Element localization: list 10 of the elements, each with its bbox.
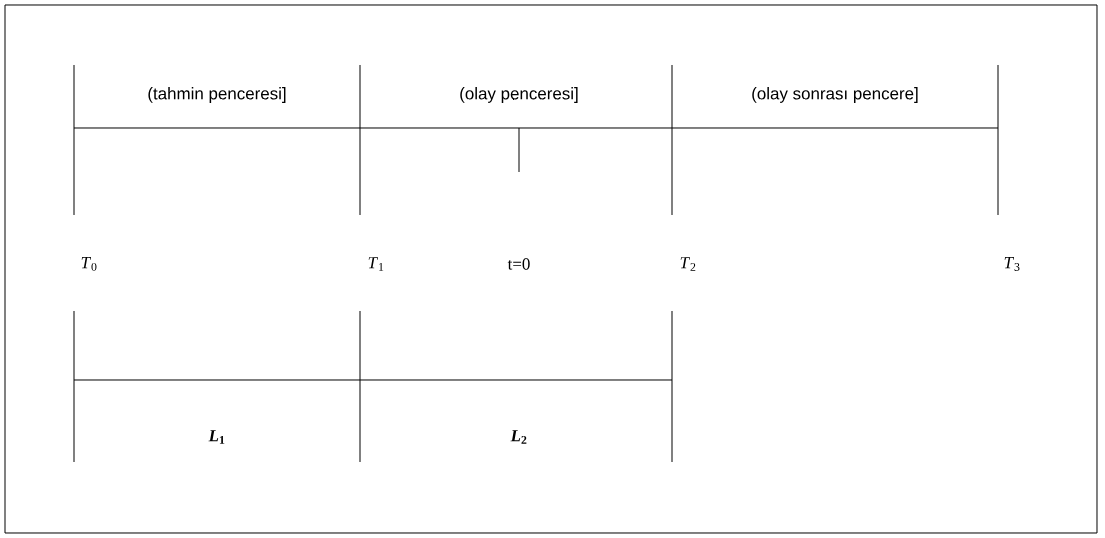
- time-label: T$_{3}$: [1004, 257, 1020, 271]
- window-label: (tahmin penceresi]: [148, 87, 286, 103]
- time-label: T$_{0}$: [81, 257, 97, 271]
- length-label: L$_{2}$: [510, 430, 527, 444]
- time-label: T$_{1}$: [368, 257, 384, 271]
- time-label: t=0: [507, 258, 530, 270]
- window-label: (olay penceresi]: [460, 87, 578, 103]
- time-label: T$_{2}$: [680, 257, 696, 271]
- window-label: (olay sonrası pencere]: [752, 87, 918, 103]
- length-label: L$_{1}$: [208, 430, 225, 444]
